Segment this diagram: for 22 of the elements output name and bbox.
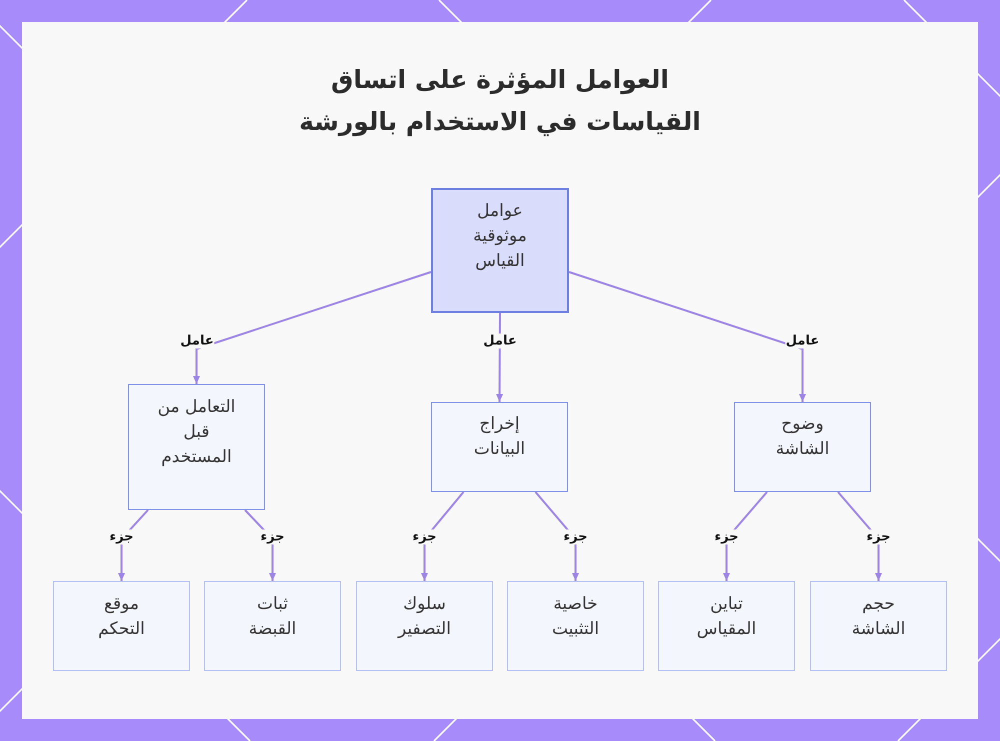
edge-label: عامل xyxy=(482,334,518,348)
edge-label: جزء xyxy=(562,530,589,544)
leaf-box: تباين المقياس xyxy=(658,581,795,671)
arrow xyxy=(193,271,432,384)
edge-label: جزء xyxy=(259,530,286,544)
edge-label: جزء xyxy=(865,530,892,544)
edge-label: جزء xyxy=(411,530,438,544)
leaf-box: ثبات القبضة xyxy=(204,581,341,671)
leaf-box: موقع التحكم xyxy=(53,581,190,671)
branch-box: إخراج البيانات xyxy=(431,402,568,492)
title: العوامل المؤثرة على اتساق القياسات في الاستخدام بالورشة xyxy=(298,64,702,138)
branch-box: وضوح الشاشة xyxy=(734,402,871,492)
edge-label: عامل xyxy=(784,334,820,348)
branch-box: التعامل من قبل المستخدم xyxy=(128,384,265,510)
leaf-box: حجم الشاشة xyxy=(810,581,947,671)
arrow xyxy=(568,271,806,402)
leaf-box: خاصية التثبيت xyxy=(507,581,644,671)
leaf-box: سلوك التصفير xyxy=(356,581,493,671)
edge-label: جزء xyxy=(713,530,740,544)
edge-label: جزء xyxy=(108,530,135,544)
root-box: عوامل موثوقية القياس xyxy=(431,188,569,313)
edge-label: عامل xyxy=(179,334,215,348)
